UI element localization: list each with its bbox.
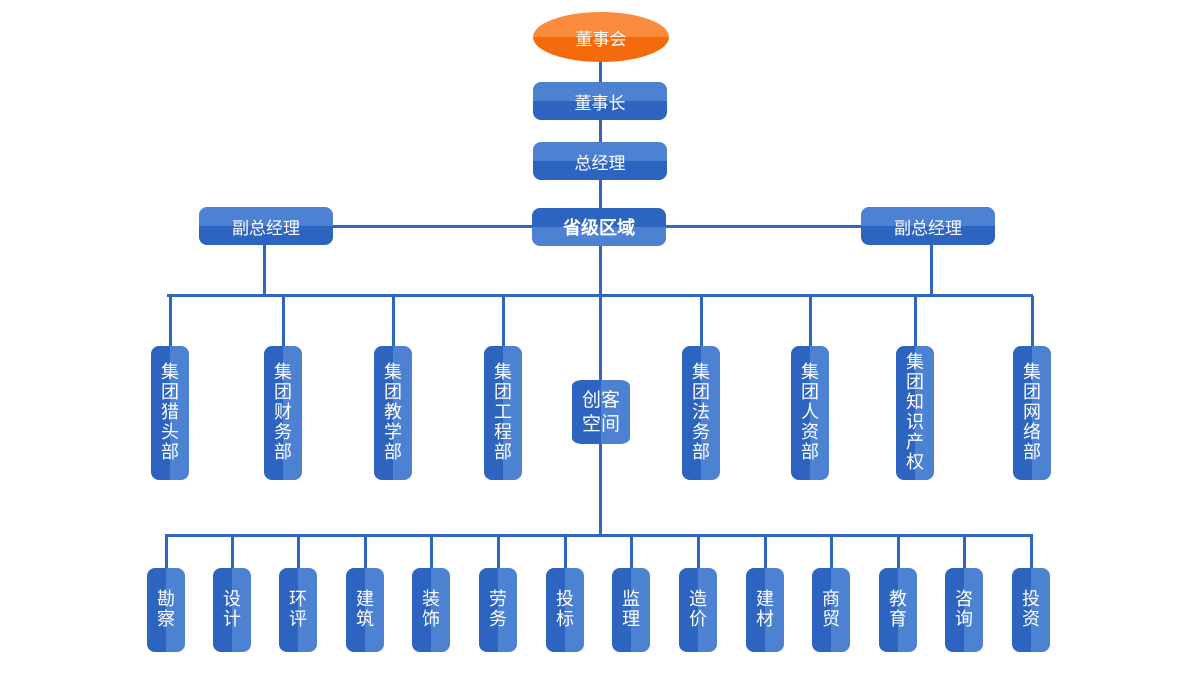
- service-label: 投标: [556, 589, 574, 630]
- department-node[interactable]: 集团教学部: [374, 346, 412, 480]
- service-label: 教育: [889, 589, 907, 630]
- connector-service-drop: [697, 536, 700, 568]
- connector-service-drop: [897, 536, 900, 568]
- connector-service-drop: [1030, 536, 1033, 568]
- service-label: 建材: [756, 589, 774, 630]
- connector-dept-drop: [914, 296, 917, 346]
- connector-dept-drop: [502, 296, 505, 346]
- service-label: 商贸: [822, 589, 840, 630]
- vice-manager-label: 副总经理: [894, 218, 962, 239]
- connector-service-drop: [630, 536, 633, 568]
- province-region-node[interactable]: 省级区域: [532, 208, 666, 246]
- connector-service-drop: [231, 536, 234, 568]
- connector-service-drop: [830, 536, 833, 568]
- department-node[interactable]: 集团知识产权: [896, 346, 934, 480]
- service-label: 勘察: [157, 589, 175, 630]
- service-node[interactable]: 建材: [746, 568, 784, 652]
- chairman-label: 董事长: [574, 93, 626, 114]
- maker-space-label: 创客空间: [581, 389, 620, 435]
- department-node[interactable]: 集团人资部: [791, 346, 829, 480]
- connector-dept-drop: [392, 296, 395, 346]
- connector-service-drop: [297, 536, 300, 568]
- service-node[interactable]: 建筑: [346, 568, 384, 652]
- department-label: 集团知识产权: [906, 352, 924, 473]
- general-manager-label: 总经理: [574, 153, 626, 174]
- department-label: 集团教学部: [384, 362, 402, 463]
- department-label: 集团猎头部: [161, 362, 179, 463]
- connector-dept-drop: [1031, 296, 1034, 346]
- connector-left-vice-down: [263, 244, 266, 296]
- service-node[interactable]: 教育: [879, 568, 917, 652]
- service-label: 投资: [1022, 589, 1040, 630]
- service-label: 设计: [223, 589, 241, 630]
- department-label: 集团法务部: [692, 362, 710, 463]
- service-node[interactable]: 造价: [679, 568, 717, 652]
- connector-dept-horizontal: [167, 294, 1033, 297]
- connector-dept-drop: [169, 296, 172, 346]
- department-label: 集团网络部: [1023, 362, 1041, 463]
- department-node[interactable]: 集团法务部: [682, 346, 720, 480]
- vice-manager-label: 副总经理: [232, 218, 300, 239]
- connector-service-drop: [364, 536, 367, 568]
- connector-service-drop: [564, 536, 567, 568]
- department-node[interactable]: 集团财务部: [264, 346, 302, 480]
- department-label: 集团人资部: [801, 362, 819, 463]
- department-node[interactable]: 集团工程部: [484, 346, 522, 480]
- connector-dept-drop: [700, 296, 703, 346]
- service-node[interactable]: 环评: [279, 568, 317, 652]
- service-node[interactable]: 劳务: [479, 568, 517, 652]
- general-manager-node[interactable]: 总经理: [533, 142, 667, 180]
- service-label: 建筑: [356, 589, 374, 630]
- service-node[interactable]: 投标: [546, 568, 584, 652]
- service-node[interactable]: 商贸: [812, 568, 850, 652]
- connector-service-drop: [764, 536, 767, 568]
- board-node[interactable]: 董事会: [533, 12, 669, 62]
- chairman-node[interactable]: 董事长: [533, 82, 667, 120]
- service-label: 造价: [689, 589, 707, 630]
- service-node[interactable]: 设计: [213, 568, 251, 652]
- connector-right-vice-down: [930, 244, 933, 296]
- connector-dept-drop: [282, 296, 285, 346]
- service-label: 装饰: [422, 589, 440, 630]
- department-node[interactable]: 集团猎头部: [151, 346, 189, 480]
- connector-service-drop: [497, 536, 500, 568]
- department-label: 集团财务部: [274, 362, 292, 463]
- connector-main-vertical: [599, 58, 602, 536]
- service-node[interactable]: 勘察: [147, 568, 185, 652]
- department-label: 集团工程部: [494, 362, 512, 463]
- province-region-label: 省级区域: [563, 218, 635, 239]
- service-label: 监理: [622, 589, 640, 630]
- board-label: 董事会: [575, 29, 627, 50]
- service-label: 劳务: [489, 589, 507, 630]
- maker-space-node[interactable]: 创客空间: [572, 380, 630, 444]
- service-label: 环评: [289, 589, 307, 630]
- service-node[interactable]: 监理: [612, 568, 650, 652]
- service-node[interactable]: 咨询: [945, 568, 983, 652]
- vice-manager-node-left[interactable]: 副总经理: [199, 207, 333, 245]
- connector-dept-drop: [809, 296, 812, 346]
- connector-service-drop: [963, 536, 966, 568]
- service-node[interactable]: 装饰: [412, 568, 450, 652]
- department-node[interactable]: 集团网络部: [1013, 346, 1051, 480]
- connector-service-horizontal: [165, 534, 1033, 537]
- vice-manager-node-right[interactable]: 副总经理: [861, 207, 995, 245]
- connector-service-drop: [165, 536, 168, 568]
- service-node[interactable]: 投资: [1012, 568, 1050, 652]
- service-label: 咨询: [955, 589, 973, 630]
- connector-service-drop: [430, 536, 433, 568]
